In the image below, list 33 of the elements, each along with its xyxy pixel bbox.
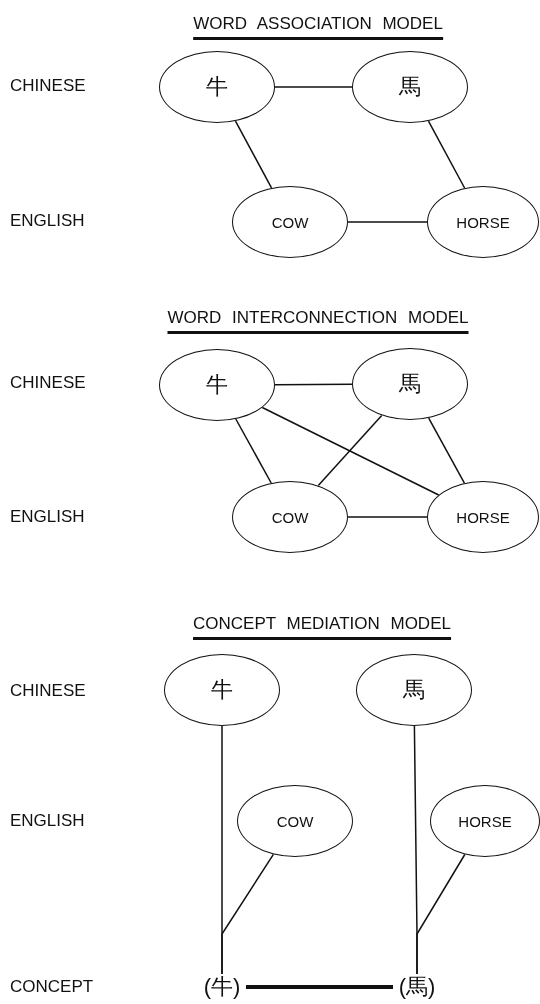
connector-line — [347, 221, 428, 223]
word-ellipse: 牛 — [159, 51, 275, 123]
connector-line — [416, 853, 466, 975]
row-label: CONCEPT — [10, 977, 94, 997]
word-ellipse: 馬 — [356, 654, 472, 726]
word-ellipse: COW — [232, 186, 348, 258]
connector-line — [274, 86, 353, 88]
concept-text: (馬) — [393, 974, 441, 1000]
connector-line — [221, 853, 275, 975]
word-ellipse: 牛 — [164, 654, 280, 726]
row-label: CHINESE — [10, 373, 86, 393]
model-heading: WORD INTERCONNECTION MODEL — [167, 308, 469, 334]
row-label: CHINESE — [10, 76, 86, 96]
word-ellipse: COW — [232, 481, 348, 553]
connector-line — [246, 985, 393, 989]
model-heading: CONCEPT MEDIATION MODEL — [193, 614, 451, 640]
connector-line — [261, 406, 440, 496]
word-ellipse: 馬 — [352, 348, 468, 420]
word-ellipse: 馬 — [352, 51, 468, 123]
connector-line — [274, 383, 353, 386]
word-ellipse: COW — [237, 785, 353, 857]
row-label: ENGLISH — [10, 811, 85, 831]
model-heading: WORD ASSOCIATION MODEL — [193, 14, 443, 40]
connector-line — [317, 414, 383, 487]
row-label: ENGLISH — [10, 211, 85, 231]
word-ellipse: HORSE — [430, 785, 540, 857]
word-ellipse: 牛 — [159, 349, 275, 421]
row-label: ENGLISH — [10, 507, 85, 527]
connector-line — [347, 516, 428, 518]
word-ellipse: HORSE — [427, 481, 539, 553]
row-label: CHINESE — [10, 681, 86, 701]
word-ellipse: HORSE — [427, 186, 539, 258]
concept-text: (牛) — [198, 974, 246, 1000]
